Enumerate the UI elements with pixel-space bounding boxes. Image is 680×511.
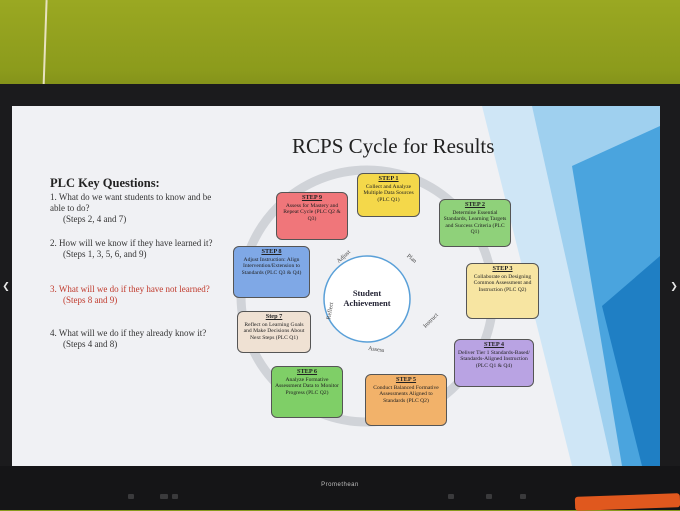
step-title: STEP 3 [492, 265, 513, 272]
slide-screen: RCPS Cycle for Results PLC Key Questions… [12, 106, 660, 466]
question-text: 3. What will we do if they have not lear… [50, 284, 210, 294]
plc-question: 2. How will we know if they have learned… [50, 238, 225, 260]
panel-button[interactable] [448, 494, 454, 499]
plc-heading: PLC Key Questions: [50, 176, 160, 190]
step-4-box: STEP 4 Deliver Tier 1 Standards-Based/ S… [454, 339, 534, 387]
question-text: 1. What do we want students to know and … [50, 192, 212, 213]
step-description: Reflect on Learning Goals and Make Decis… [243, 321, 305, 341]
step-title: STEP 5 [395, 376, 417, 383]
step-title: STEP 1 [378, 175, 399, 182]
wall [0, 0, 680, 100]
step-1-box: STEP 1 Collect and Analyze Multiple Data… [357, 173, 420, 217]
step-description: Collaborate on Designing Common Assessme… [473, 273, 532, 293]
step-description: Determine Essential Standards, Learning … [443, 209, 507, 236]
panel-button[interactable] [520, 494, 526, 499]
plc-question: 3. What will we do if they have not lear… [50, 284, 225, 306]
panel-button[interactable] [128, 494, 134, 499]
panel-button[interactable] [160, 494, 168, 499]
step-9-box: STEP 9 Assess for Mastery and Repeat Cyc… [276, 192, 348, 240]
slide-title: RCPS Cycle for Results [292, 134, 495, 158]
question-steps: (Steps 1, 3, 5, 6, and 9) [63, 249, 147, 259]
step-title: STEP 8 [261, 248, 282, 255]
step-title: STEP 9 [301, 194, 323, 201]
step-8-box: STEP 8 Adjust Instruction: Align Interve… [233, 246, 310, 298]
step-title: STEP 6 [296, 368, 318, 375]
question-text: 4. What will we do if they already know … [50, 328, 207, 338]
question-steps: (Steps 2, 4 and 7) [63, 214, 127, 224]
step-title: Step 7 [265, 313, 283, 320]
step-description: Collect and Analyze Multiple Data Source… [363, 183, 414, 203]
center-label: Student Achievement [343, 288, 391, 308]
center-circle [323, 255, 411, 343]
step-description: Conduct Balanced Formative Assessments A… [373, 384, 439, 404]
monitor-bottom-bezel [0, 466, 680, 510]
step-description: Adjust Instruction: Align Intervention/E… [241, 256, 302, 276]
brand-label: Promethean [321, 482, 359, 488]
question-steps: (Steps 8 and 9) [63, 295, 118, 305]
panel-button[interactable] [486, 494, 492, 499]
question-text: 2. How will we know if they have learned… [50, 238, 213, 248]
right-arrow-icon[interactable]: ❯ [670, 282, 678, 292]
step-description: Assess for Mastery and Repeat Cycle (PLC… [283, 202, 341, 222]
step-6-box: STEP 6 Analyze Formative Assessment Data… [271, 366, 343, 418]
step-5-box: STEP 5 Conduct Balanced Formative Assess… [365, 374, 447, 426]
step-title: STEP 4 [483, 341, 505, 348]
plc-question: 4. What will we do if they already know … [50, 328, 225, 350]
panel-button[interactable] [172, 494, 178, 499]
step-description: Deliver Tier 1 Standards-Based/ Standard… [458, 349, 530, 369]
step-title: STEP 2 [464, 201, 486, 208]
step-3-box: STEP 3 Collaborate on Designing Common A… [466, 263, 539, 319]
step-2-box: STEP 2 Determine Essential Standards, Le… [439, 199, 511, 247]
step-description: Analyze Formative Assessment Data to Mon… [275, 376, 339, 396]
step-7-box: Step 7 Reflect on Learning Goals and Mak… [237, 311, 311, 353]
left-arrow-icon[interactable]: ❮ [2, 282, 10, 292]
plc-question: 1. What do we want students to know and … [50, 192, 225, 225]
question-steps: (Steps 4 and 8) [63, 339, 118, 349]
